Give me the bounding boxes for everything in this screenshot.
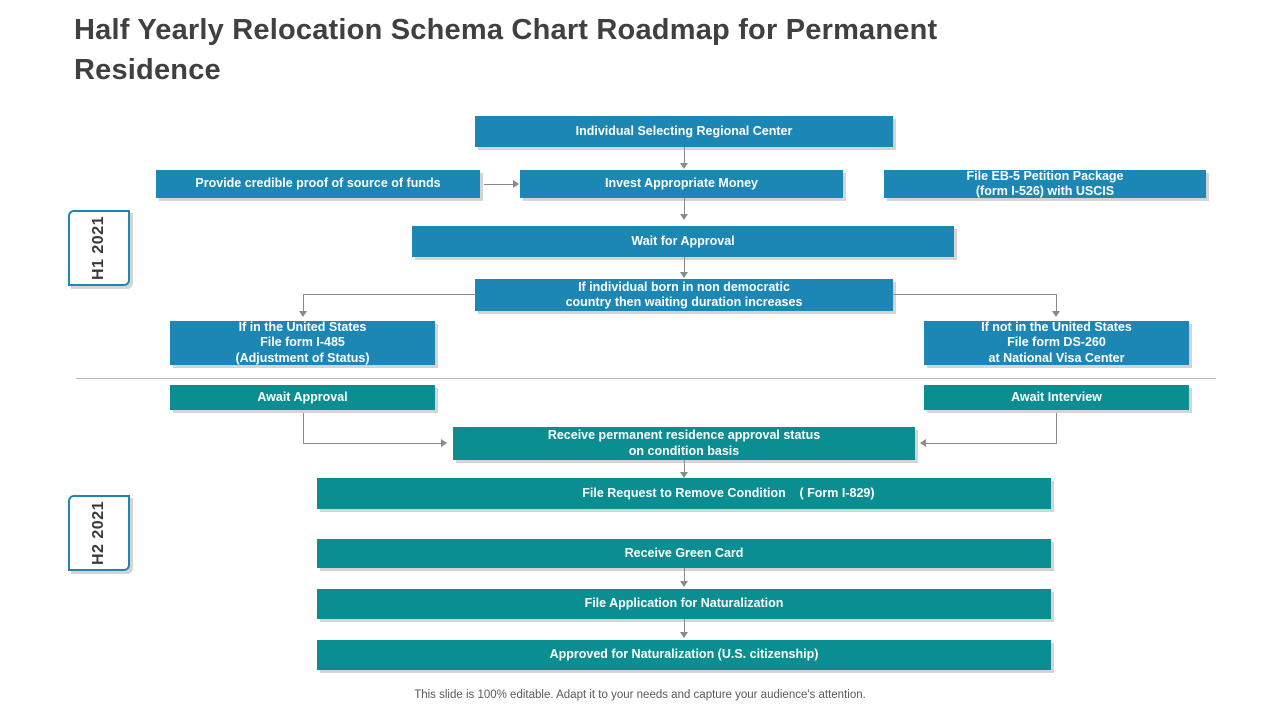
connector-arrowhead [920, 439, 926, 447]
node-wait-for-approval[interactable]: Wait for Approval [412, 226, 954, 257]
connector-line [924, 443, 1057, 444]
node-label-line2: File form DS-260 [1007, 335, 1106, 350]
node-non-democratic-country[interactable]: If individual born in non democratic cou… [475, 279, 893, 311]
connector-line [684, 619, 685, 633]
node-label: Invest Appropriate Money [604, 176, 759, 191]
node-approved-naturalization[interactable]: Approved for Naturalization (U.S. citize… [317, 640, 1051, 670]
node-receive-approval-status[interactable]: Receive permanent residence approval sta… [453, 427, 915, 460]
connector-arrowhead [680, 581, 688, 587]
node-label-line2: country then waiting duration increases [565, 295, 803, 309]
page-title: Half Yearly Relocation Schema Chart Road… [74, 14, 938, 87]
connector-arrowhead [680, 272, 688, 278]
node-label-line1: If not in the United States [981, 320, 1132, 335]
node-label: Receive Green Card [624, 545, 744, 560]
node-label: Wait for Approval [631, 233, 735, 248]
node-file-application-naturalization[interactable]: File Application for Naturalization [317, 589, 1051, 619]
node-label: File Application for Naturalization [584, 596, 784, 611]
connector-arrowhead [441, 439, 447, 447]
node-label: Provide credible proof of source of fund… [195, 176, 441, 191]
node-label-form: ( Form I-829) [799, 485, 875, 500]
connector-line [684, 198, 685, 215]
node-await-approval[interactable]: Await Approval [170, 385, 435, 410]
node-if-not-in-united-states[interactable]: If not in the United States File form DS… [924, 320, 1189, 365]
connector-line [684, 147, 685, 164]
node-await-interview[interactable]: Await Interview [924, 385, 1189, 410]
node-if-in-united-states[interactable]: If in the United States File form I-485 … [170, 320, 435, 365]
connector-arrowhead [513, 180, 519, 188]
footer-note: This slide is 100% editable. Adapt it to… [414, 689, 866, 701]
node-label: Approved for Naturalization (U.S. citize… [549, 647, 819, 662]
connector-line [684, 460, 685, 474]
node-individual-selecting-regional-center[interactable]: Individual Selecting Regional Center [475, 116, 893, 147]
connector-line [484, 184, 518, 185]
period-tag-h1: H1 2021 [68, 210, 130, 286]
node-label-line2: File form I-485 [260, 335, 345, 350]
period-tag-h1-label: H1 2021 [90, 216, 107, 280]
connector-line [303, 294, 476, 295]
connector-line [303, 443, 445, 444]
node-invest-appropriate-money[interactable]: Invest Appropriate Money [520, 170, 843, 198]
connector-line [303, 294, 304, 313]
connector-line [303, 413, 304, 443]
connector-line [892, 294, 1057, 295]
node-label-line1: File EB-5 Petition Package [966, 168, 1124, 183]
connector-arrowhead [680, 163, 688, 169]
node-label: File Request to Remove Condition [582, 485, 786, 500]
connector-line [1056, 413, 1057, 443]
node-label-line1: If in the United States [238, 320, 367, 335]
node-file-eb5-petition[interactable]: File EB-5 Petition Package (form I-526) … [884, 168, 1206, 198]
node-label-line2: (form I-526) with USCIS [975, 184, 1115, 198]
connector-line [684, 257, 685, 274]
connector-line [1056, 294, 1057, 313]
node-label-line1: Receive permanent residence approval sta… [547, 428, 821, 443]
node-label: Await Interview [1011, 389, 1102, 404]
connector-line [684, 568, 685, 582]
connector-arrowhead [680, 632, 688, 638]
node-label-line3: at National Visa Center [988, 350, 1125, 365]
connector-arrowhead [680, 472, 688, 478]
connector-arrowhead [299, 311, 307, 317]
period-tag-h2: H2 2021 [68, 495, 130, 571]
node-label: Individual Selecting Regional Center [575, 123, 793, 138]
period-tag-h2-label: H2 2021 [90, 501, 107, 565]
node-receive-green-card[interactable]: Receive Green Card [317, 539, 1051, 568]
node-label-line1: If individual born in non democratic [578, 279, 790, 294]
node-file-request-remove-condition[interactable]: File Request to Remove Condition ( Form … [317, 478, 1051, 509]
node-label-line3: (Adjustment of Status) [235, 350, 370, 365]
node-provide-credible-proof[interactable]: Provide credible proof of source of fund… [156, 170, 480, 198]
connector-arrowhead [680, 214, 688, 220]
node-label-line2: on condition basis [628, 443, 740, 458]
node-label: Await Approval [257, 389, 348, 404]
connector-arrowhead [1052, 311, 1060, 317]
section-divider [76, 378, 1216, 379]
